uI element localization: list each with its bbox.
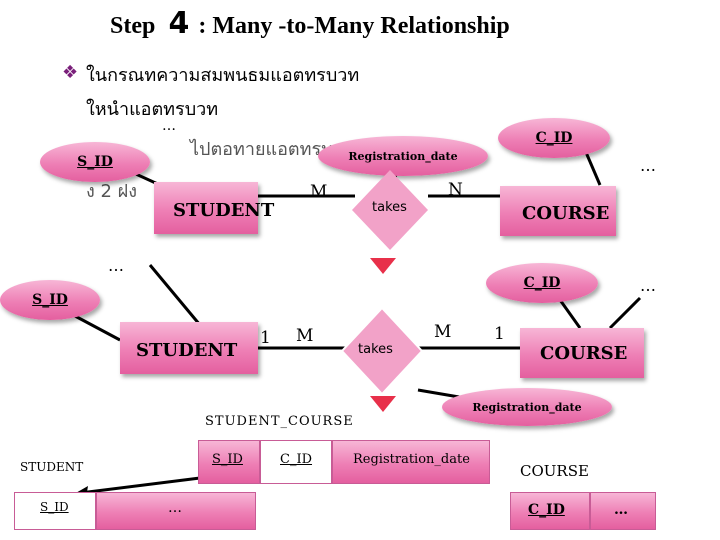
attr-c-id-1-label: C_ID (535, 130, 573, 146)
slide-title: Step 4 : Many -to-Many Relationship (110, 6, 650, 48)
down-arrow-icon (370, 258, 396, 274)
bullet-line-2: ใหนำแอตทรบวท (86, 99, 219, 120)
relationship-takes-2 (340, 306, 424, 396)
student-course-col-c-id (260, 440, 332, 484)
student-col-more-label: … (168, 500, 182, 516)
student-col-s-id (14, 492, 96, 530)
entity-student-1 (154, 182, 258, 234)
student-course-col-s-id-label: S_ID (212, 452, 243, 467)
cardinality-n-1: N (448, 180, 463, 200)
course-col-c-id-label: C_ID (528, 502, 565, 518)
ellipsis-right-2: … (640, 276, 656, 295)
student-course-col-registration-date (332, 440, 490, 484)
entity-student-1-label: STUDENT (173, 200, 275, 221)
student-course-col-c-id-label: C_ID (280, 452, 313, 467)
table-title-course: COURSE (520, 462, 589, 480)
title-rest: : Many -to-Many Relationship (198, 13, 510, 39)
relationship-takes-2-label: takes (358, 342, 393, 357)
student-col-s-id-label: S_ID (40, 500, 69, 514)
bullet-line-4: ง 2 ฝง (86, 181, 138, 202)
relationship-takes-1 (352, 170, 428, 250)
cardinality-m-left: M (296, 326, 314, 346)
entity-course-1 (500, 186, 616, 236)
attr-registration-date-2: Registration_date (442, 388, 612, 426)
attr-registration-date-2-label: Registration_date (472, 400, 582, 414)
cardinality-1-left: 1 (260, 328, 271, 348)
attr-c-id-1: C_ID (498, 118, 610, 158)
attr-s-id-1-label: S_ID (77, 154, 113, 170)
attr-c-id-2-label: C_ID (523, 275, 561, 291)
student-col-more (96, 492, 256, 530)
ellipsis-top-1: … (162, 118, 176, 134)
attr-registration-date-1-label: Registration_date (348, 149, 458, 163)
cardinality-m-1: M (310, 182, 328, 202)
bullet-line-1: ในกรณทความสมพนธมแอตทรบวท (86, 65, 360, 86)
attr-s-id-1: S_ID (40, 142, 150, 182)
course-col-c-id (510, 492, 590, 530)
attr-s-id-2: S_ID (0, 280, 100, 320)
down-arrow-icon (370, 396, 396, 412)
course-col-more (590, 492, 656, 530)
title-step: Step (110, 13, 156, 39)
entity-course-2 (520, 328, 644, 378)
entity-student-2-label: STUDENT (136, 340, 238, 361)
ellipsis-right-1: … (640, 156, 656, 175)
course-col-more-label: … (614, 502, 628, 518)
bullet-diamond-icon: ❖ (62, 62, 79, 83)
table-title-student-course: STUDENT_COURSE (205, 414, 354, 429)
entity-student-2 (120, 322, 258, 374)
title-number: 4 (168, 6, 190, 41)
student-course-col-registration-date-label: Registration_date (353, 452, 470, 467)
cardinality-1-right: 1 (494, 324, 505, 344)
student-course-col-s-id (198, 440, 260, 484)
cardinality-m-right: M (434, 322, 452, 342)
relationship-takes-1-label: takes (372, 200, 407, 215)
ellipsis-left-2: … (108, 256, 124, 275)
attr-s-id-2-label: S_ID (32, 292, 68, 308)
attr-registration-date-1: Registration_date (318, 136, 488, 176)
entity-course-1-label: COURSE (522, 203, 610, 224)
attr-c-id-2: C_ID (486, 263, 598, 303)
table-title-student: STUDENT (20, 460, 84, 474)
entity-course-2-label: COURSE (540, 343, 628, 364)
